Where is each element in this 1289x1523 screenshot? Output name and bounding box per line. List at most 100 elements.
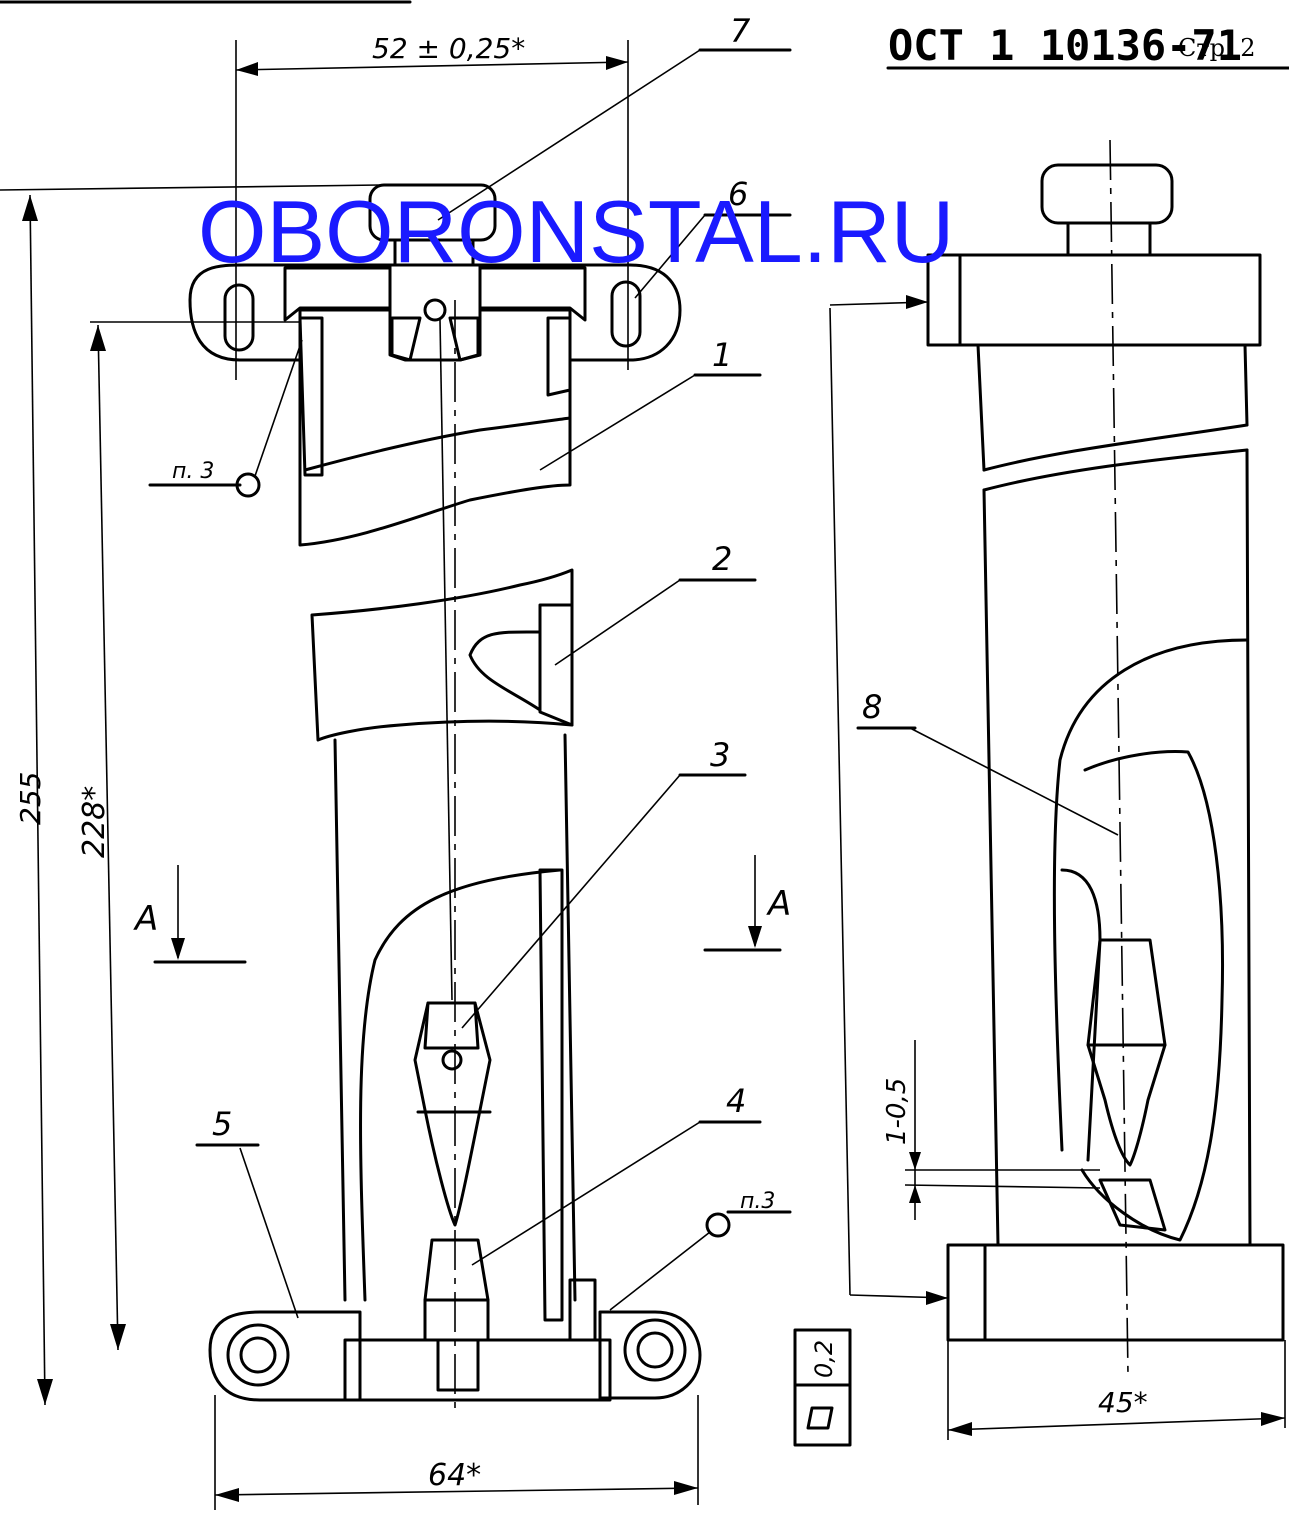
note-circle-bottom: [705, 1212, 731, 1238]
watermark: OBORONSTAL.RU: [198, 182, 954, 281]
note-arrow-bottom: [609, 1231, 711, 1311]
base-hole-left-outer: [226, 1323, 290, 1387]
plumb-line: [439, 319, 453, 1001]
part-number-3: 3: [710, 736, 730, 774]
side-base: [946, 1243, 1285, 1342]
side-top-plate: [926, 253, 1262, 347]
lower-point: [423, 1238, 490, 1302]
side-knob: [1040, 163, 1174, 225]
plumb-bob-pin: [441, 1049, 463, 1071]
base-plate-section: [343, 1338, 612, 1402]
leader-4: [471, 1121, 701, 1266]
bushing-section-right: [448, 316, 480, 362]
plumb-bob: [413, 1001, 492, 1227]
dimension-gap: 1-0,5: [882, 1078, 912, 1145]
part-number-8: 8: [862, 688, 882, 726]
part-number-1: 1: [712, 336, 732, 374]
plumb-bob-section: [423, 1001, 480, 1050]
inspection-glass: [538, 868, 564, 1322]
suspension-pin: [423, 298, 447, 322]
side-break-line-2: [982, 448, 1249, 492]
base-lug-right: [598, 1310, 702, 1400]
leader-7: [437, 49, 701, 221]
section-arrowhead-right: [748, 926, 762, 948]
glass-holder-bottom: [568, 1278, 597, 1342]
lower-point-base: [423, 1298, 490, 1342]
side-break-line-1: [982, 423, 1249, 472]
section-mark-right: А: [766, 884, 791, 924]
slot-left: [223, 283, 255, 352]
base-center-bore: [436, 1338, 480, 1392]
leader-2: [554, 579, 681, 666]
leader-5: [239, 1147, 299, 1319]
note-bottom: п.3: [740, 1189, 775, 1214]
dimension-64: 64*: [428, 1458, 481, 1493]
top-plate-section-left: [283, 266, 392, 322]
base-hole-right-outer: [623, 1318, 687, 1382]
dimension-52: 52 ± 0,25*: [372, 32, 525, 65]
center-axis-side: [1109, 139, 1129, 1376]
tube-wall-right-section: [546, 316, 572, 397]
part-number-6: 6: [728, 175, 748, 213]
section-mark-left: А: [133, 899, 158, 939]
note-arrow-top: [254, 339, 303, 477]
side-window-outline: [1052, 638, 1249, 1152]
title-block: ОСТ 1 10136-71 Стр. 2: [0, 0, 1289, 70]
dimension-45: 45*: [1098, 1386, 1148, 1419]
note-circle-top: [235, 472, 261, 498]
dimension-line-45: [947, 1417, 1286, 1431]
slot-right: [610, 280, 642, 348]
side-cutaway-outline: [1080, 750, 1225, 1242]
tube-lower-right-wall: [563, 733, 577, 1302]
page-number: Стр. 2: [1178, 34, 1256, 62]
tube-break-line-1: [303, 416, 572, 472]
flatness-symbol: [806, 1406, 834, 1430]
dimension-line-52: [235, 61, 629, 71]
bushing-section-left: [390, 316, 422, 362]
dimension-255: 255: [14, 772, 47, 825]
tube-lower-left-wall: [333, 738, 347, 1302]
side-view: 8 1-0,5 0,2 45*: [793, 139, 1286, 1447]
gap-line-bottom: [904, 1184, 1101, 1189]
top-plate-left-lug: [188, 263, 392, 362]
window-cutout: [468, 630, 542, 712]
tube-upper: [298, 318, 572, 547]
part-number-2: 2: [712, 540, 732, 578]
part-number-7: 7: [730, 12, 751, 50]
tube-wall-left-section: [298, 316, 324, 477]
leader-3: [461, 774, 681, 1029]
side-knob-neck: [1066, 221, 1152, 257]
side-tube-upper-left: [976, 343, 986, 472]
glass-holder-section: [538, 603, 574, 727]
document-code: ОСТ 1 10136-71: [888, 21, 1242, 70]
side-plumb-bob: [1086, 938, 1167, 1167]
tolerance-frame: [793, 1328, 852, 1447]
dimension-228: 228*: [77, 786, 112, 858]
leader-8: [909, 727, 1119, 836]
base-hole-left-inner: [239, 1336, 277, 1374]
tube-middle-section: [310, 568, 574, 742]
gap-arrow-heads: [909, 1152, 921, 1203]
side-lower-point: [1098, 1178, 1167, 1232]
section-arrowhead-left: [171, 938, 185, 960]
ref-line: [829, 307, 851, 1296]
dimension-line-255: [29, 194, 46, 1406]
cutaway-outline: [359, 868, 562, 1302]
side-tube-lower-right: [1245, 448, 1252, 1247]
leader-1: [539, 374, 696, 471]
extension-line-top: [0, 184, 381, 191]
flatness-value: 0,2: [810, 1340, 838, 1378]
base-hole-right-inner: [636, 1331, 674, 1369]
part-number-4: 4: [726, 1082, 746, 1120]
dimension-line-64: [214, 1487, 699, 1496]
front-view: 52 ± 0,25* 255 228*: [0, 12, 792, 1510]
side-tube-lower-left: [982, 488, 1000, 1247]
side-tube-upper-right: [1243, 343, 1249, 427]
leader-6: [634, 214, 706, 299]
note-top: п. 3: [172, 459, 214, 484]
top-plate-right-lug: [478, 263, 682, 362]
part-number-5: 5: [212, 1105, 232, 1143]
dimension-line-228: [97, 324, 119, 1351]
base-lug-left: [208, 1310, 362, 1402]
